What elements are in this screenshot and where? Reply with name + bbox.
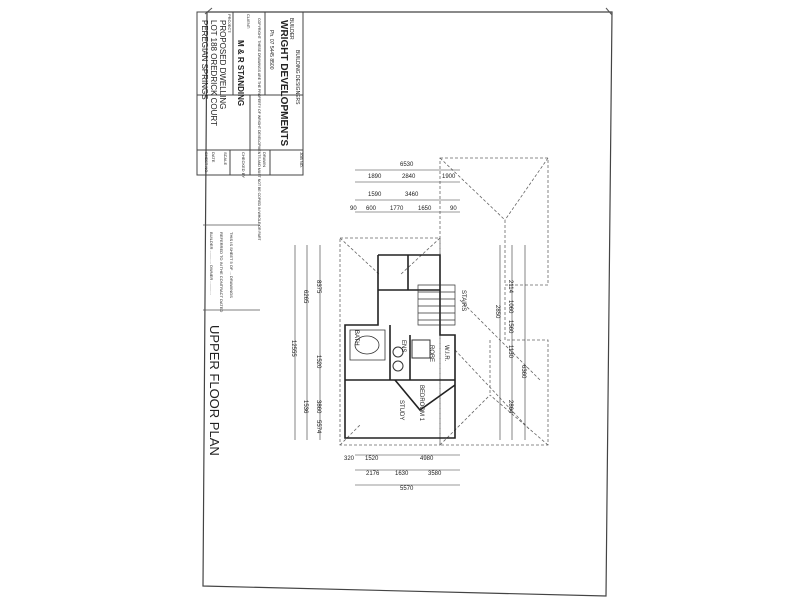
bath-tub [349,329,386,361]
dim-label: 1900 [442,174,456,180]
shower [411,339,431,359]
company-name: WRIGHT DEVELOPMENTS [278,20,289,146]
dim-label: 320 [344,456,355,462]
corner-mark [605,7,613,16]
scale-label: SCALE [223,152,228,165]
room-label: ENS [400,340,406,352]
dim-label: 1590 [368,192,382,198]
drawn-label: DRAWN [262,152,267,167]
dim-label: 4980 [420,456,434,462]
room-label: ROBE [428,345,434,362]
dim-label: 1520 [365,456,379,462]
copyright-note: COPYRIGHT: THESE DRAWINGS ARE THE PROPER… [257,18,261,241]
approval-box [203,224,260,311]
project-line: PROPOSED DWELLING [218,20,227,109]
dim-label: 1520 [315,355,321,369]
company-phone: Ph. 07 5445 8500 [268,30,274,70]
client-label: CLIENT: [246,14,251,29]
dim-label: 1060 [507,300,513,314]
dim-label: 1630 [395,471,409,477]
sheet-label: SHEET NO. [204,152,209,174]
dim-label: 2850 [494,305,500,319]
company-subtitle: BUILDING DESIGNERS [294,50,300,105]
dim-label: 2840 [402,174,416,180]
dim-label: 600 [366,206,377,212]
builder-label: BUILDER [288,18,294,40]
date-label: DATE [211,152,216,163]
room-label: W.I.R. [443,345,449,362]
sheet-border [202,11,613,597]
room-label: BATH [353,330,359,346]
dim-label: 2176 [366,471,380,477]
dim-label: 1770 [390,206,404,212]
dimension-lines [294,169,526,486]
approval-line: BUILDER ............ OWNER ............ [209,232,214,295]
dim-label: 1560 [507,320,513,334]
dim-label: 6530 [400,162,414,168]
dim-label: 5574 [315,420,321,434]
corner-mark [204,7,213,15]
dim-label: 2114 [507,280,513,294]
dim-label: 1130 [507,345,513,359]
staircase [417,284,456,326]
job-no-label: JOB NO. [299,152,304,168]
basin [392,346,404,358]
room-label: STUDY [398,400,404,420]
checked-label: CHECKED BY [241,152,246,178]
dim-label: 3580 [428,471,442,477]
basin [392,360,404,372]
approval-line: REFERRED TO IN THE CONTRACT DATED [219,232,224,312]
room-label: BEDROOM 1 [418,385,424,422]
dim-label: 3860 [315,400,321,414]
plan-title: UPPER FLOOR PLAN [207,325,222,456]
approval-line: THIS IS SHEET 5 OF ... DRAWINGS [229,232,234,298]
project-label: PROJECT: [227,14,232,33]
dim-label: 5570 [400,486,414,492]
room-label: STAIRS [460,290,466,311]
dim-label: 1650 [418,206,432,212]
dim-label: 1536 [302,400,308,414]
dim-label: 3460 [405,192,419,198]
roof-outline [339,157,549,446]
client-name: M & R STANDING [236,40,245,106]
dim-label: 1890 [368,174,382,180]
dim-label: 8375 [315,280,321,294]
project-line: LOT 188 OREDRICK COURT [209,20,218,126]
dim-label: 90 [350,206,357,212]
title-block [196,11,304,176]
dim-label: 90 [450,206,457,212]
dim-label: 6360 [520,365,526,379]
dim-label: 2864 [507,400,513,414]
project-line: PEREGIAN SPRINGS [200,20,209,100]
dim-label: 6265 [302,290,308,304]
walls [344,254,456,439]
dim-label: 12555 [290,340,296,357]
